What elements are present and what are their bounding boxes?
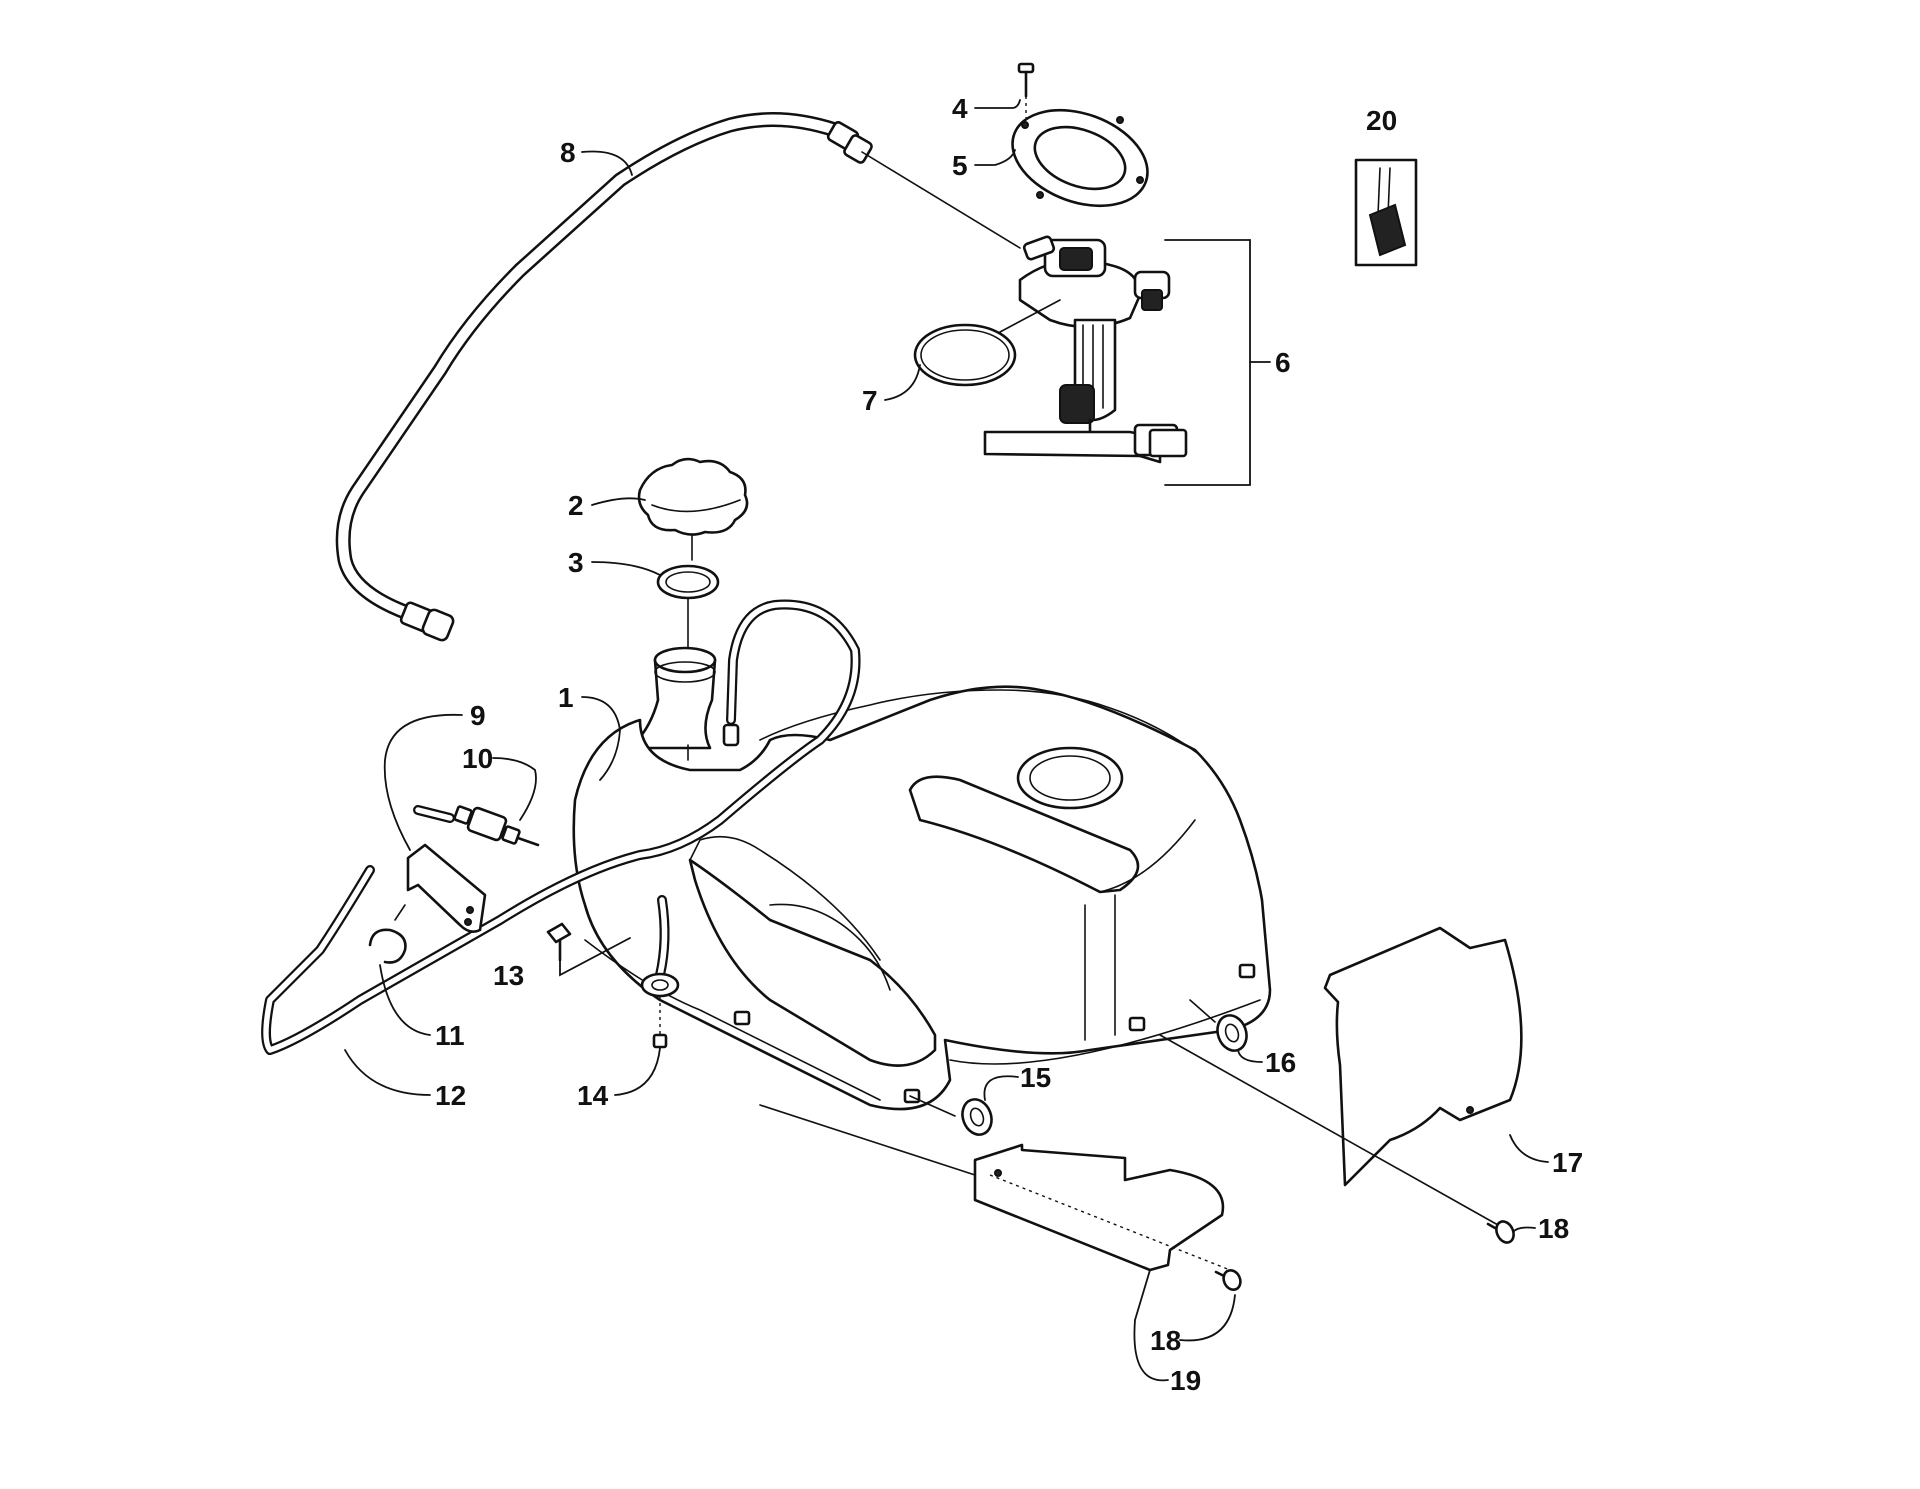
callout-7: 7 xyxy=(862,385,878,416)
callout-18b: 18 xyxy=(1150,1325,1181,1356)
callout-3: 3 xyxy=(568,547,584,578)
callout-20: 20 xyxy=(1366,105,1397,136)
fuel-sender-part-20 xyxy=(1354,158,1418,267)
callout-9: 9 xyxy=(470,700,486,731)
heat-shield-part-19 xyxy=(759,1104,1231,1272)
push-rivet-part-13 xyxy=(546,922,631,977)
callout-4: 4 xyxy=(952,93,968,124)
heat-shield-part-17 xyxy=(1159,926,1523,1226)
vent-hose-part-8 xyxy=(335,112,1021,642)
callout-13: 13 xyxy=(493,960,524,991)
callout-12: 12 xyxy=(435,1080,466,1111)
o-ring-part-7 xyxy=(913,299,1061,387)
grommet-part-16 xyxy=(1189,999,1248,1052)
filler-cap-part-2 xyxy=(637,457,749,561)
cap-seal-part-3 xyxy=(656,564,720,651)
gasket-part-5 xyxy=(1011,108,1149,208)
vent-tube-part-12 xyxy=(261,599,861,1055)
callout-2: 2 xyxy=(568,490,584,521)
bracket-part-9 xyxy=(406,843,487,933)
fuel-pump-assembly-part-6 xyxy=(983,235,1271,486)
callout-17: 17 xyxy=(1552,1147,1583,1178)
callout-8: 8 xyxy=(560,137,576,168)
callout-19: 19 xyxy=(1170,1365,1201,1396)
callout-14: 14 xyxy=(577,1080,609,1111)
callout-11: 11 xyxy=(435,1020,465,1051)
fuel-tank-part-1 xyxy=(572,646,1272,1111)
hose-clamp-part-11 xyxy=(368,904,407,964)
callout-10: 10 xyxy=(462,743,493,774)
callout-15: 15 xyxy=(1020,1062,1051,1093)
inline-filter-part-10 xyxy=(413,805,540,847)
callout-6: 6 xyxy=(1275,347,1291,378)
screw-part-4 xyxy=(1017,62,1035,118)
grommet-part-15 xyxy=(909,1095,993,1136)
callout-5: 5 xyxy=(952,150,968,181)
callout-18a: 18 xyxy=(1538,1213,1569,1244)
screw-part-18a xyxy=(1486,1220,1515,1244)
leader-lines xyxy=(344,99,1549,1382)
grommet-part-14 xyxy=(640,895,680,1049)
callout-16: 16 xyxy=(1265,1047,1296,1078)
callout-1: 1 xyxy=(558,682,574,713)
callout-labels: 1 2 3 4 5 6 7 8 9 10 11 12 13 14 15 16 1… xyxy=(435,93,1583,1396)
screw-part-18b xyxy=(1214,1269,1242,1291)
